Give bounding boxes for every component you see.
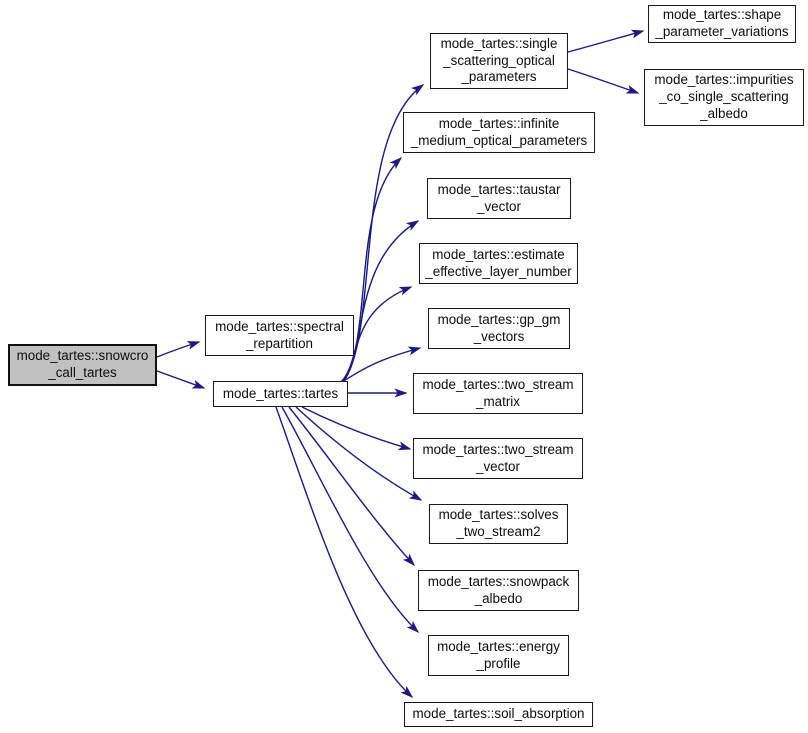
edge-tartes-to-soil [275, 406, 414, 699]
node-label: mode_tartes::soil_absorption [412, 706, 585, 722]
edge-tartes-to-energy [281, 406, 420, 634]
node-snowpack-albedo[interactable]: mode_tartes::snowpack _albedo [418, 570, 579, 611]
node-label: mode_tartes::taustar _vector [437, 181, 561, 214]
node-snowcro-call-tartes: mode_tartes::snowcro _call_tartes [8, 344, 157, 386]
edge-tartes-to-gp-gm [339, 346, 422, 384]
node-label: mode_tartes::two_stream _matrix [422, 376, 574, 409]
edge-tartes-to-estimate [340, 286, 413, 383]
node-taustar-vector[interactable]: mode_tartes::taustar _vector [427, 178, 571, 219]
node-energy-profile[interactable]: mode_tartes::energy _profile [428, 635, 569, 676]
node-label: mode_tartes::gp_gm _vectors [437, 311, 561, 344]
node-single-scattering-optical-parameters[interactable]: mode_tartes::single _scattering_optical … [430, 33, 568, 89]
edge-tartes-to-single-scattering [343, 84, 425, 382]
node-two-stream-vector[interactable]: mode_tartes::two_stream _vector [413, 438, 583, 479]
node-label: mode_tartes::shape _parameter_variations [655, 7, 789, 39]
node-shape-parameter-variations[interactable]: mode_tartes::shape _parameter_variations [648, 5, 796, 43]
node-infinite-medium-optical-parameters[interactable]: mode_tartes::infinite _medium_optical_pa… [403, 112, 595, 153]
node-label: mode_tartes::solves _two_stream2 [438, 507, 559, 539]
edge-tartes-to-snowpack [288, 406, 416, 567]
edge-single-to-shape [567, 29, 645, 53]
node-soil-absorption[interactable]: mode_tartes::soil_absorption [404, 702, 593, 727]
node-gp-gm-vectors[interactable]: mode_tartes::gp_gm _vectors [428, 308, 570, 349]
edge-single-to-impurities [567, 68, 640, 94]
edge-tartes-to-solves [295, 406, 423, 501]
node-two-stream-matrix[interactable]: mode_tartes::two_stream _matrix [413, 373, 583, 414]
node-label: mode_tartes::spectral _repartition [215, 318, 344, 351]
node-label: mode_tartes::energy _profile [437, 638, 560, 671]
node-label: mode_tartes::single _scattering_optical … [440, 35, 558, 85]
node-label: mode_tartes::snowcro _call_tartes [16, 348, 149, 380]
edge-tartes-to-two-stream-vector [301, 406, 412, 451]
edge-snowcro-to-spectral [156, 341, 201, 358]
node-label: mode_tartes::two_stream _vector [422, 441, 574, 474]
node-tartes[interactable]: mode_tartes::tartes [213, 381, 348, 407]
edge-snowcro-to-tartes [156, 370, 206, 389]
node-label: mode_tartes::impurities _co_single_scatt… [654, 72, 794, 121]
node-label: mode_tartes::estimate _effective_layer_n… [425, 246, 572, 279]
node-label: mode_tartes::snowpack _albedo [427, 573, 570, 606]
node-spectral-repartition[interactable]: mode_tartes::spectral _repartition [205, 315, 354, 356]
node-label: mode_tartes::tartes [222, 385, 339, 401]
node-estimate-effective-layer-number[interactable]: mode_tartes::estimate _effective_layer_n… [419, 243, 578, 284]
node-label: mode_tartes::infinite _medium_optical_pa… [410, 115, 588, 148]
node-impurities-co-single-scattering-albedo[interactable]: mode_tartes::impurities _co_single_scatt… [644, 69, 804, 126]
node-solves-two-stream2[interactable]: mode_tartes::solves _two_stream2 [429, 504, 568, 544]
